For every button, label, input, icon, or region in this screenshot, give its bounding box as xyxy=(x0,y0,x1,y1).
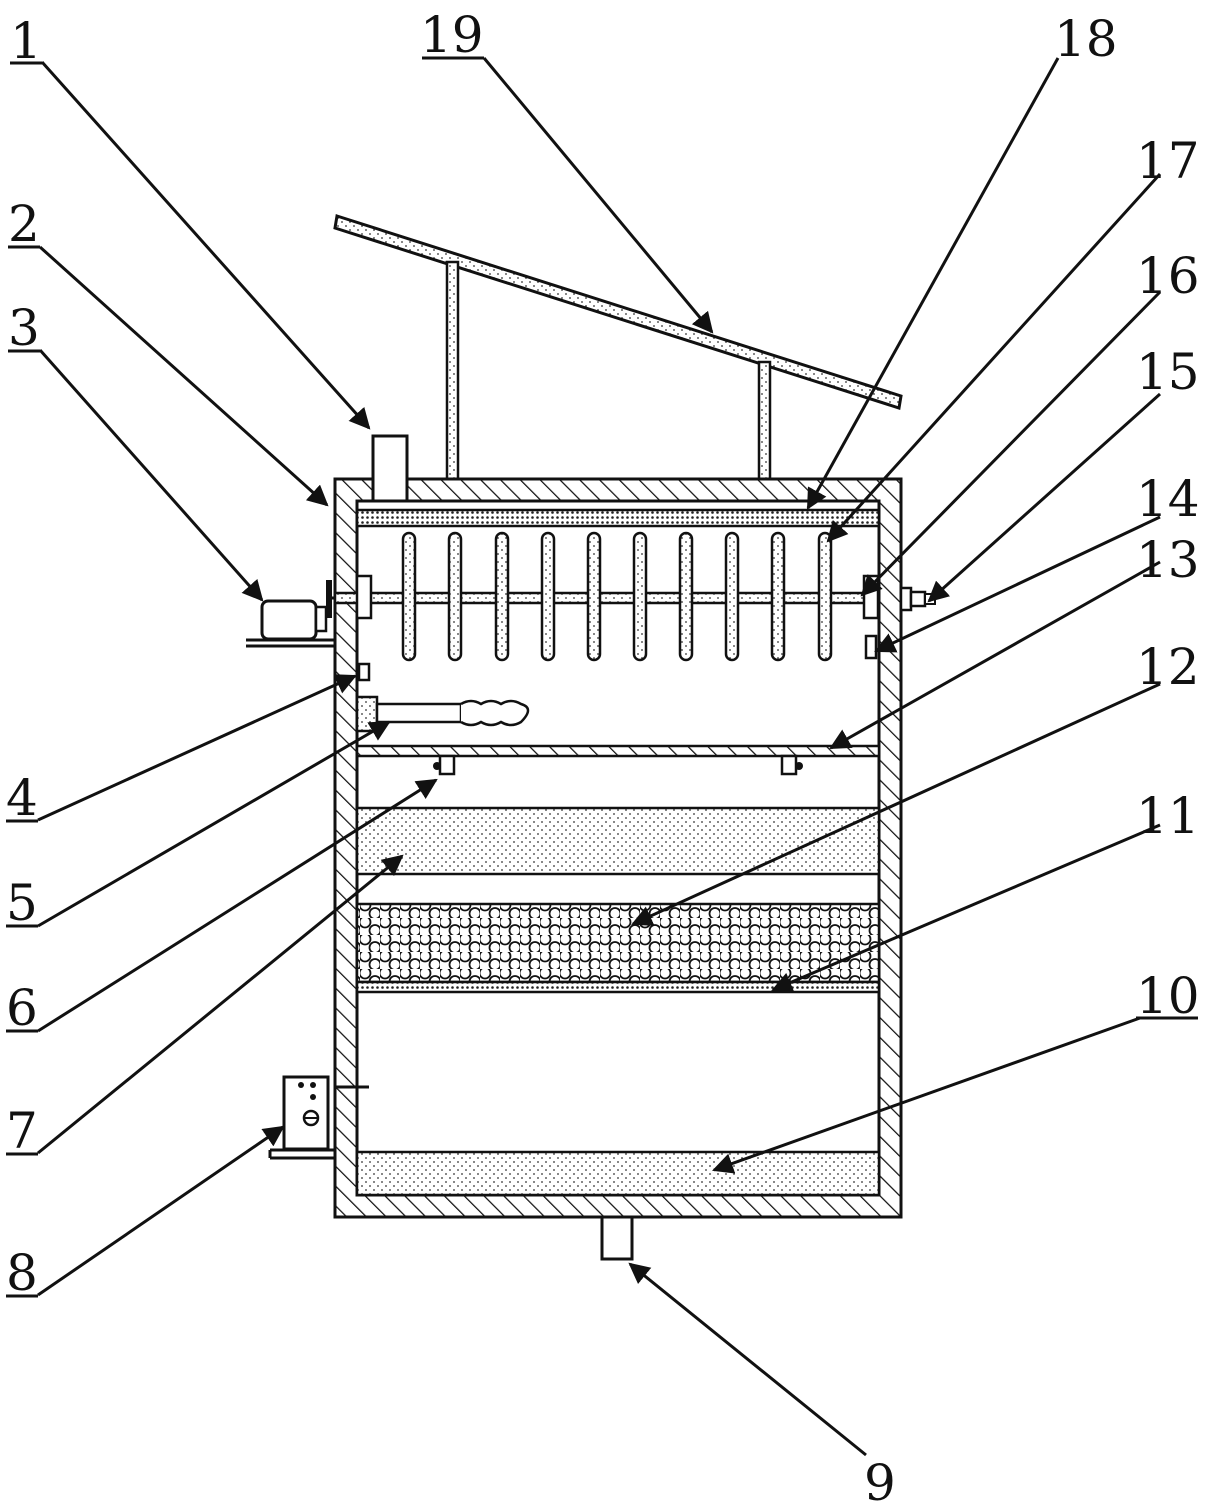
inlet-pipe xyxy=(371,434,409,503)
carbon-filter-layer xyxy=(355,902,881,984)
leader-lines xyxy=(37,56,1162,1457)
left-sensor xyxy=(357,662,371,682)
spray-nozzles xyxy=(433,754,803,776)
label-7: 7 xyxy=(6,1102,38,1160)
label-16: 16 xyxy=(1136,247,1200,305)
sand-filter-layer xyxy=(355,806,881,876)
label-17: 17 xyxy=(1136,132,1200,190)
stirring-rods xyxy=(401,531,833,662)
label-19: 19 xyxy=(420,6,484,64)
label-8: 8 xyxy=(6,1244,38,1302)
label-12: 12 xyxy=(1136,638,1200,696)
label-4: 4 xyxy=(6,769,38,827)
label-15: 15 xyxy=(1136,343,1200,401)
label-5: 5 xyxy=(6,874,38,932)
label-13: 13 xyxy=(1136,531,1200,589)
left-bearing xyxy=(355,574,373,620)
label-18: 18 xyxy=(1054,10,1118,68)
label-1: 1 xyxy=(10,12,42,70)
top-filter-strip xyxy=(355,508,881,528)
outlet-pipe xyxy=(600,1215,634,1261)
right-sensor xyxy=(864,634,878,660)
label-14: 14 xyxy=(1136,470,1200,528)
label-6: 6 xyxy=(6,979,38,1037)
partition-plate xyxy=(355,744,881,758)
label-3: 3 xyxy=(8,299,40,357)
controller-box xyxy=(268,1075,369,1160)
solar-panel xyxy=(333,214,903,482)
label-9: 9 xyxy=(864,1454,896,1511)
motor xyxy=(246,580,335,648)
label-2: 2 xyxy=(8,195,40,253)
filter-mesh xyxy=(355,980,881,994)
label-10: 10 xyxy=(1136,967,1200,1025)
callout-labels: 1 2 3 4 5 6 7 8 9 10 11 12 13 14 15 16 1… xyxy=(6,6,1200,1511)
label-11: 11 xyxy=(1136,787,1200,845)
bottom-sediment-layer xyxy=(355,1150,881,1197)
